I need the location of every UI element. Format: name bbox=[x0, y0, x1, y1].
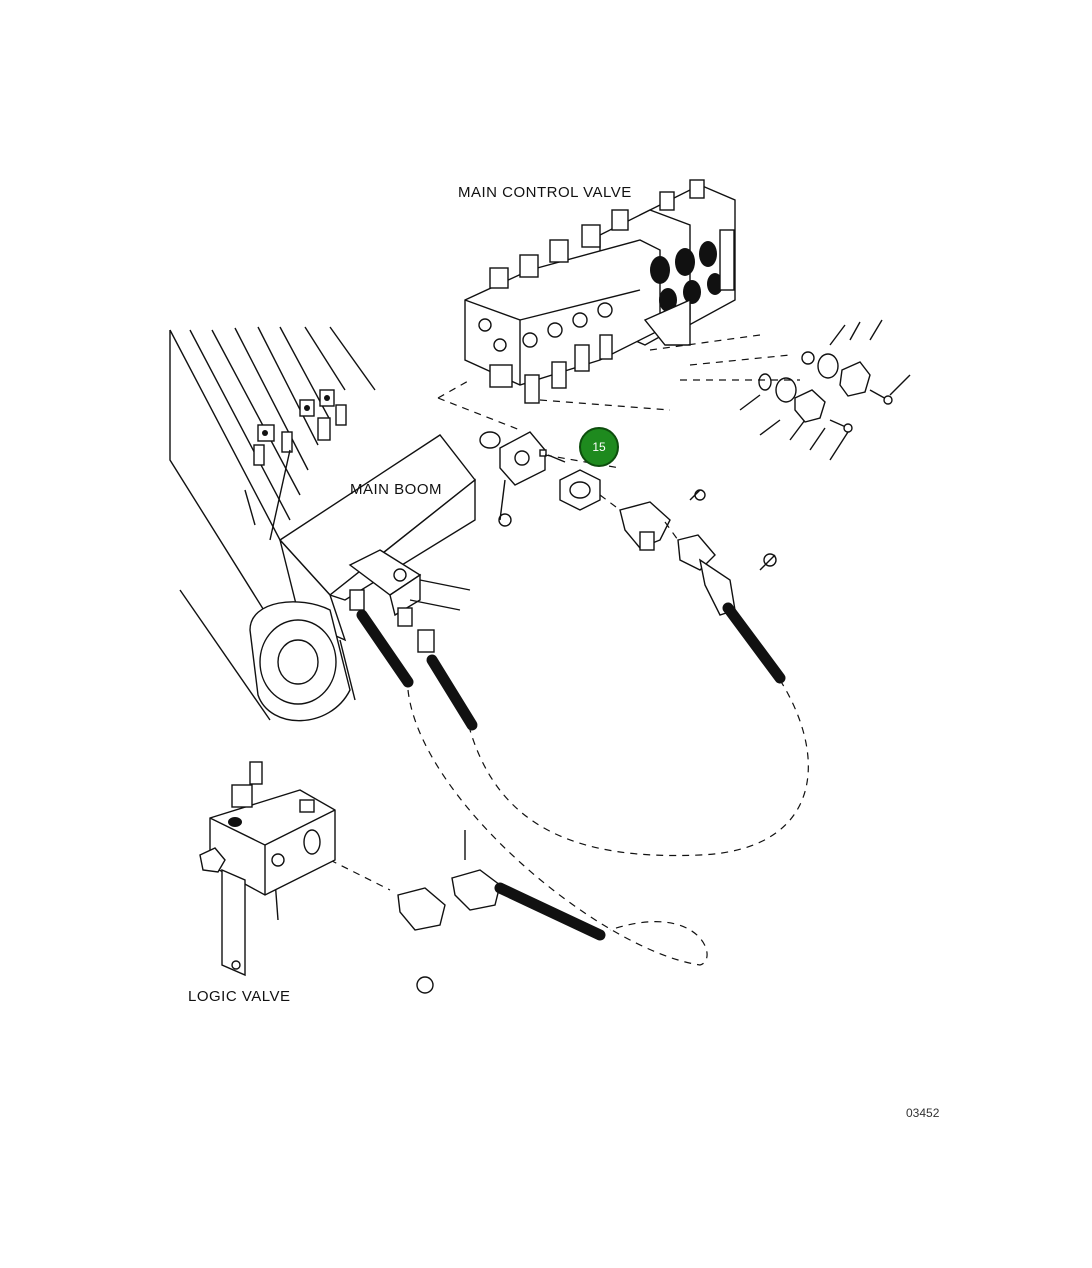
figure-number: 03452 bbox=[906, 1106, 940, 1120]
flange-adapter-parts bbox=[479, 431, 786, 684]
main-boom-label: MAIN BOOM bbox=[350, 481, 443, 498]
main-control-valve bbox=[464, 179, 736, 404]
boom-hoses bbox=[349, 589, 478, 731]
logic-valve-label: LOGIC VALVE bbox=[188, 988, 291, 1005]
main-boom bbox=[169, 326, 476, 722]
main-control-valve-label: MAIN CONTROL VALVE bbox=[458, 184, 632, 201]
logic-valve bbox=[199, 761, 336, 977]
flange-kit-parts bbox=[758, 351, 893, 433]
leader-lines bbox=[244, 319, 911, 966]
logic-valve-hose bbox=[397, 489, 777, 994]
callout-15[interactable]: 15 bbox=[579, 427, 619, 467]
